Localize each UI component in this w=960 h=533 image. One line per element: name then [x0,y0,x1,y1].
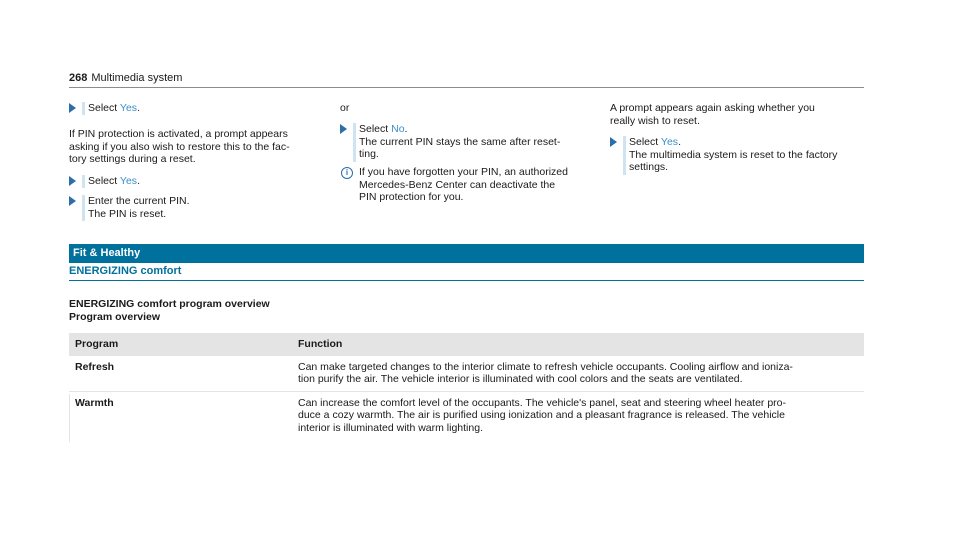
col3-step-select-yes: Select Yes. The multimedia system is res… [610,136,865,175]
program-table: Program Function Refresh Can make target… [69,333,864,439]
step-arrow-icon [610,137,617,147]
step-arrow-icon [340,124,347,134]
header-program: Program [69,333,293,356]
section-header-bar: Fit & Healthy [69,244,864,263]
header-function: Function [293,333,864,356]
col2-info-note: If you have forgotten your PIN, an autho… [359,166,568,203]
col1-step-enter-pin: Enter the current PIN. The PIN is reset. [69,195,319,221]
link-yes[interactable]: Yes [119,175,138,187]
overview-subtitle: Program overview [69,311,161,323]
program-name: Refresh [69,355,293,392]
col2-step-select-no: Select No. The current PIN stays the sam… [340,123,595,162]
step-arrow-icon [69,176,76,186]
col1-step-select-yes-2: Select Yes. [69,175,319,188]
subtitle-rule [69,280,864,281]
table-left-border [69,394,70,442]
table-row: Warmth Can increase the comfort level of… [69,391,864,439]
table-row: Refresh Can make targeted changes to the… [69,355,864,392]
section-title: Fit & Healthy [73,247,141,259]
link-yes[interactable]: Yes [660,136,679,148]
link-no[interactable]: No [391,123,405,135]
info-icon: i [341,167,353,179]
section-subtitle: ENERGIZING comfort [69,265,182,277]
step-arrow-icon [69,196,76,206]
table-header-row: Program Function [69,333,864,356]
page-number: 268 [69,72,88,84]
header-rule [69,87,864,88]
col1-paragraph: If PIN protection is activated, a prompt… [69,128,290,165]
page-header-title: Multimedia system [91,72,183,84]
col1-step-select-yes: Select Yes. [69,102,319,115]
program-name: Warmth [75,396,114,409]
program-function: Can increase the comfort level of the oc… [298,396,787,434]
col3-paragraph: A prompt appears again asking whether yo… [610,102,815,127]
link-yes[interactable]: Yes [119,102,138,114]
program-function: Can make targeted changes to the interio… [293,355,864,392]
step-arrow-icon [69,103,76,113]
col2-or: or [340,102,350,114]
overview-title: ENERGIZING comfort program overview [69,298,270,310]
